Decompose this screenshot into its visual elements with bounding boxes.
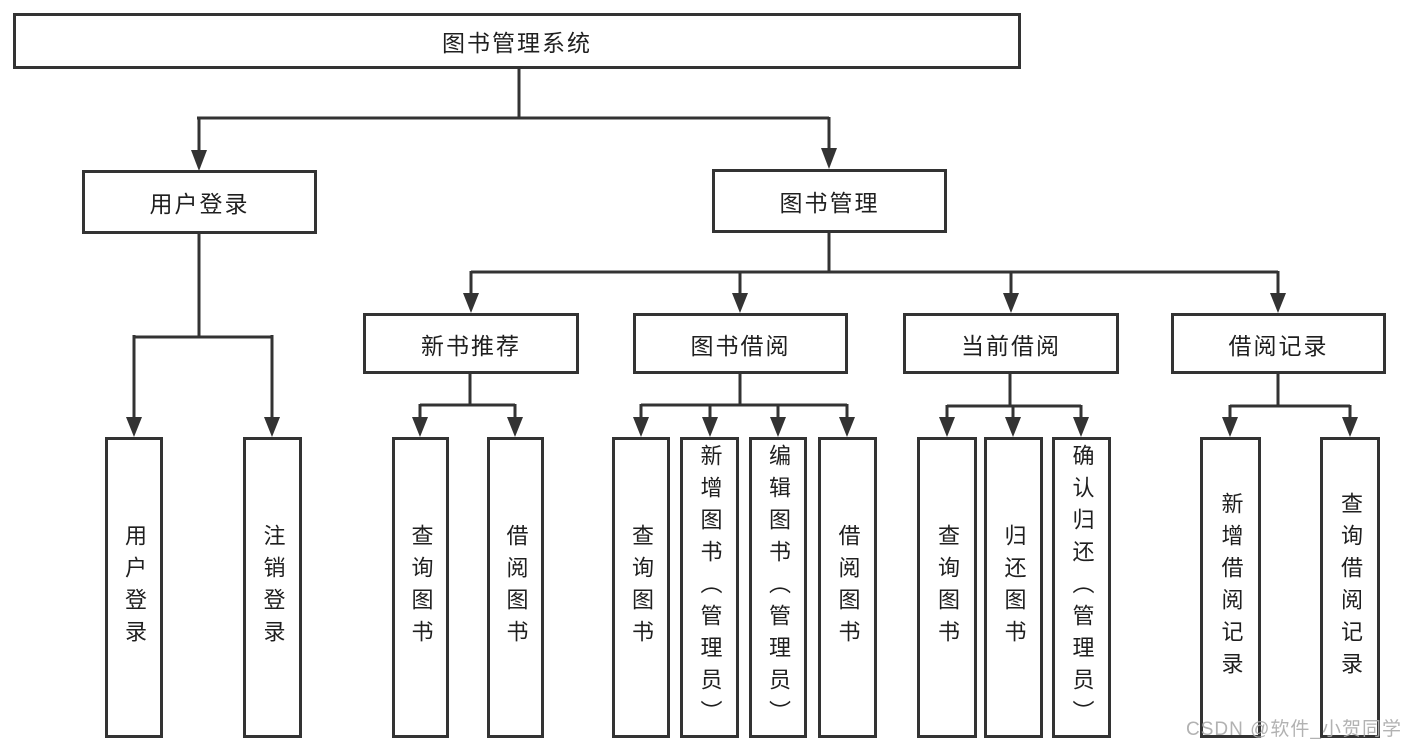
node-label: 注销登录: [260, 523, 286, 652]
node-label: 新增借阅记录: [1218, 491, 1244, 684]
watermark: CSDN @软件_小贺同学: [1186, 719, 1402, 740]
node-label: 确认归还（管理员）: [1069, 443, 1095, 732]
arrow-down-icon: [126, 417, 142, 437]
node-label: 借阅记录: [1228, 332, 1329, 359]
node-label: 当前借阅: [961, 332, 1061, 359]
node-current-borrowing: 当前借阅: [903, 313, 1119, 374]
leaf-logout: 注销登录: [243, 437, 302, 738]
arrow-down-icon: [191, 150, 207, 171]
arrow-down-icon: [507, 417, 523, 437]
node-label: 图书借阅: [690, 332, 791, 359]
arrow-down-icon: [1005, 417, 1021, 437]
leaf-confirm-return-admin: 确认归还（管理员）: [1052, 437, 1111, 738]
leaf-query-books-recommend: 查询图书: [392, 437, 449, 738]
arrow-down-icon: [1342, 417, 1358, 437]
connector-newbook-to-leaves: [418, 373, 517, 419]
node-label: 图书管理: [779, 190, 880, 216]
node-label: 新增图书（管理员）: [697, 443, 723, 732]
arrow-down-icon: [633, 417, 649, 437]
arrow-down-icon: [1222, 417, 1238, 437]
leaf-return-book: 归还图书: [984, 437, 1043, 738]
arrow-down-icon: [412, 417, 428, 437]
arrow-down-icon: [463, 293, 479, 313]
leaf-user-login: 用户登录: [105, 437, 163, 738]
leaf-borrow-books-recommend: 借阅图书: [487, 437, 544, 738]
arrow-down-icon: [939, 417, 955, 437]
node-label: 编辑图书（管理员）: [766, 443, 791, 732]
connector-current-to-leaves: [945, 373, 1083, 419]
node-label: 查询图书: [408, 523, 434, 652]
arrow-down-icon: [770, 417, 786, 437]
node-library-system: 图书管理系统: [13, 13, 1021, 69]
node-new-book-recommend: 新书推荐: [363, 313, 579, 374]
node-label: 新书推荐: [421, 332, 521, 359]
connector-records-to-leaves: [1228, 373, 1352, 419]
connector-bookmgmt-to-level3: [469, 233, 1280, 295]
node-label: 查询图书: [935, 523, 960, 652]
node-label: 用户登录: [149, 191, 250, 217]
node-book-borrowing: 图书借阅: [633, 313, 848, 374]
node-label: 归还图书: [1001, 523, 1027, 652]
leaf-query-books-current: 查询图书: [917, 437, 977, 738]
leaf-query-borrow-record: 查询借阅记录: [1320, 437, 1380, 738]
node-label: 图书管理系统: [442, 30, 592, 56]
arrow-down-icon: [1073, 417, 1089, 437]
node-label: 用户登录: [122, 523, 147, 652]
leaf-add-borrow-record: 新增借阅记录: [1200, 437, 1261, 738]
leaf-borrow-books: 借阅图书: [818, 437, 877, 738]
node-label: 借阅图书: [503, 523, 529, 652]
connector-userlogin-to-leaves: [132, 234, 274, 419]
arrow-down-icon: [839, 417, 855, 437]
node-borrowing-records: 借阅记录: [1171, 313, 1386, 374]
arrow-down-icon: [821, 148, 837, 169]
arrow-down-icon: [702, 417, 718, 437]
leaf-add-book-admin: 新增图书（管理员）: [680, 437, 739, 738]
leaf-query-books-borrow: 查询图书: [612, 437, 670, 738]
node-label: 查询借阅记录: [1338, 491, 1363, 684]
leaf-edit-book-admin: 编辑图书（管理员）: [749, 437, 807, 738]
arrow-down-icon: [1003, 293, 1019, 313]
arrow-down-icon: [732, 293, 748, 313]
connector-root-to-level2: [197, 68, 831, 152]
node-user-login: 用户登录: [82, 170, 317, 234]
node-label: 借阅图书: [835, 523, 861, 652]
connector-borrow-to-leaves: [639, 373, 849, 419]
arrow-down-icon: [264, 417, 280, 437]
node-book-management: 图书管理: [712, 169, 947, 233]
arrow-down-icon: [1270, 293, 1286, 313]
node-label: 查询图书: [629, 523, 654, 652]
